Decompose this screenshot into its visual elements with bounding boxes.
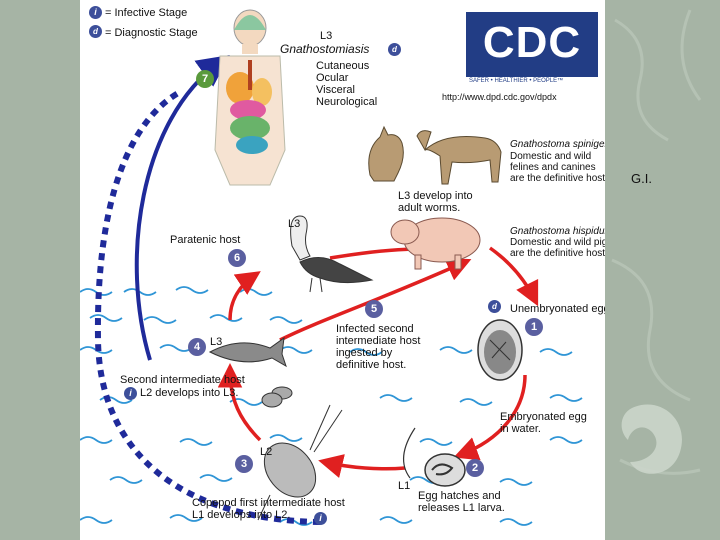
manifestation-2: Ocular (316, 72, 349, 84)
frog-illustration (261, 386, 293, 408)
embryonated-egg-line-1: Embryonated egg (500, 411, 587, 423)
second-host-stage-label: L3 (210, 336, 223, 348)
step-4-badge: 4 (188, 338, 206, 356)
hispidum-desc-1: Domestic and wild pigs (510, 237, 605, 248)
paratenic-host-label: Paratenic host (170, 234, 241, 246)
paratenic-stage-label: L3 (288, 218, 301, 230)
diagram-artwork (80, 9, 583, 526)
pig-illustration (390, 217, 481, 270)
gnathostoma-hispidum-label: Gnathostoma hispidum (510, 226, 605, 237)
step-5-line-2: intermediate host (336, 335, 421, 347)
hatch-line-2: releases L1 larva. (418, 502, 505, 514)
second-intermediate-host-title: Second intermediate host (120, 374, 245, 386)
step-5-line-3: ingested by (336, 347, 393, 359)
copepod-line-2: L1 develops into L2. (192, 509, 291, 521)
human-stage-label: L3 (320, 30, 333, 42)
human-infection-arrow (134, 54, 230, 361)
copepod-line-1: Copepod first intermediate host (192, 497, 345, 509)
manifestation-3: Visceral (316, 84, 355, 96)
step-5-line-1: Infected second (336, 323, 414, 335)
human-diagnostic-icon: d (388, 43, 401, 56)
cdc-url[interactable]: http://www.dpd.cdc.gov/dpdx (442, 92, 557, 102)
infective-stage-icon: i (89, 6, 102, 19)
step-2-badge: 2 (466, 459, 484, 477)
disease-title: Gnathostomiasis (280, 42, 370, 56)
legend-infective-label: = Infective Stage (105, 7, 188, 19)
second-host-infective-icon: i (124, 387, 137, 400)
spinigerum-desc-3: are the definitive hosts. (510, 173, 605, 184)
develop-adult-2: adult worms. (398, 202, 461, 214)
cdc-slogan: SAFER • HEALTHIER • PEOPLE™ (469, 78, 564, 84)
step-7-badge: 7 (196, 70, 214, 88)
cdc-logo: CDC (466, 12, 598, 77)
diagnostic-stage-icon: d (89, 25, 102, 38)
manifestation-1: Cutaneous (316, 60, 370, 72)
step-5-line-4: definitive host. (336, 359, 407, 371)
bird-illustration (290, 215, 374, 293)
fish-illustration (208, 336, 287, 368)
hispidum-desc-2: are the definitive host. (510, 248, 605, 259)
life-cycle-diagram: i = Infective Stage d = Diagnostic Stage… (80, 0, 605, 540)
unembryonated-egg-illustration (477, 319, 523, 381)
spinigerum-desc-1: Domestic and wild (510, 151, 592, 162)
legend-diagnostic-label: = Diagnostic Stage (105, 27, 198, 39)
copepod-infective-icon: i (314, 512, 327, 525)
embryonated-egg-illustration (403, 427, 466, 487)
manifestation-4: Neurological (316, 96, 378, 108)
human-figure (214, 9, 286, 186)
step-5-badge: 5 (365, 300, 383, 318)
egg-diagnostic-icon: d (488, 300, 501, 313)
spinigerum-desc-2: felines and canines (510, 162, 596, 173)
gnathostoma-spinigerum-label: Gnathostoma spinigerum (510, 139, 605, 150)
develop-adult-1: L3 develop into (398, 190, 473, 202)
cat-and-dog-illustration (368, 125, 502, 185)
second-host-line: L2 develops into L3. (140, 387, 239, 399)
cdc-logo-letters: CDC (482, 18, 582, 67)
step-1-badge: 1 (525, 318, 543, 336)
unembryonated-egg-label: Unembryonated egg (510, 303, 605, 315)
human-infection-dashed-arrow (94, 89, 321, 525)
gi-side-note: G.I. (631, 171, 652, 186)
step-6-badge: 6 (228, 249, 246, 267)
hatch-line-1: Egg hatches and (418, 490, 501, 502)
step-3-badge: 3 (235, 455, 253, 473)
copepod-illustration (257, 404, 343, 521)
hatch-stage-label: L1 (398, 480, 411, 492)
embryonated-egg-line-2: in water. (500, 423, 541, 435)
copepod-stage-label: L2 (260, 446, 273, 458)
